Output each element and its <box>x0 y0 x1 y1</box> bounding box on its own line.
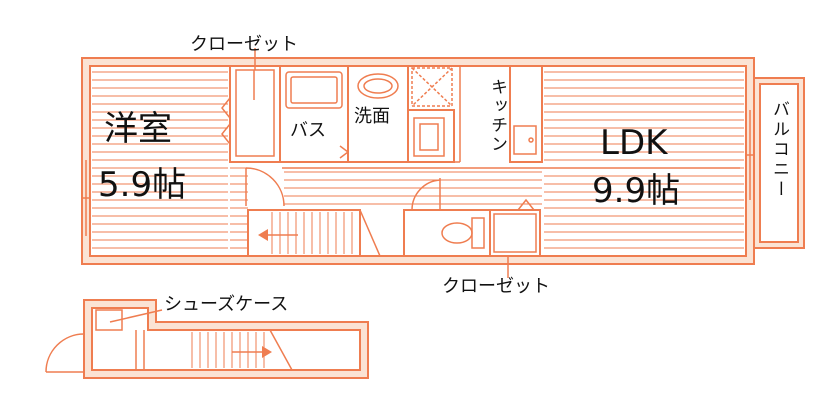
washroom-room <box>347 65 409 163</box>
closet-top-label: クローゼット <box>190 34 298 55</box>
bath-label: バス <box>290 120 326 141</box>
closet-top-fold-door <box>221 97 231 119</box>
balcony-inner <box>759 83 799 243</box>
toilet-bowl <box>441 222 473 244</box>
washing-machine-pan-2 <box>413 117 445 157</box>
closet-top <box>229 65 281 163</box>
closet-bottom-inner <box>493 213 537 253</box>
western-room-door-swing <box>245 167 285 207</box>
bath-room <box>279 65 349 163</box>
stair-arrow-up <box>258 229 268 241</box>
kitchen-faucet <box>528 137 534 143</box>
wash-basin <box>357 73 399 99</box>
toilet-door-swing <box>411 178 441 211</box>
shoe-case-label: シューズケース <box>164 294 288 315</box>
bathtub-inner <box>290 76 338 104</box>
western-room-floor-lines <box>92 71 248 249</box>
stair-arrow-down <box>262 346 272 358</box>
shoe-case-leader <box>109 309 163 323</box>
washing-machine-pan-inner-2 <box>419 123 439 151</box>
lower-floor-interior <box>91 307 361 371</box>
western-room-size-label: 5.9帖 <box>98 165 186 205</box>
ldk-label: LDK <box>600 123 669 163</box>
kitchen-label: キッチン <box>487 78 507 154</box>
stair-steps-bottom <box>191 332 265 368</box>
stair-steps-top <box>271 212 353 254</box>
refrigerator-cross-2 <box>411 67 453 107</box>
washroom-label: 洗面 <box>354 106 390 127</box>
stair-diag <box>359 209 381 257</box>
toilet-room <box>403 209 491 257</box>
kitchen-counter <box>509 65 543 163</box>
entrance-door-swing <box>45 333 85 373</box>
wash-basin-inner <box>363 78 393 94</box>
ldk-size-label: 9.9帖 <box>592 171 680 211</box>
western-room-label: 洋室 <box>104 109 172 149</box>
closet-bottom <box>489 209 541 257</box>
balcony-label: バルコニー <box>769 100 789 200</box>
closet-bottom-fold-door <box>517 198 535 211</box>
closet-bottom-label: クローゼット <box>442 276 550 297</box>
kitchen-sink <box>513 125 537 155</box>
stair-diag-bottom <box>269 329 293 371</box>
refrigerator-space <box>411 67 453 107</box>
bathtub <box>285 71 343 109</box>
closet-top-fold-door-2 <box>221 123 231 145</box>
